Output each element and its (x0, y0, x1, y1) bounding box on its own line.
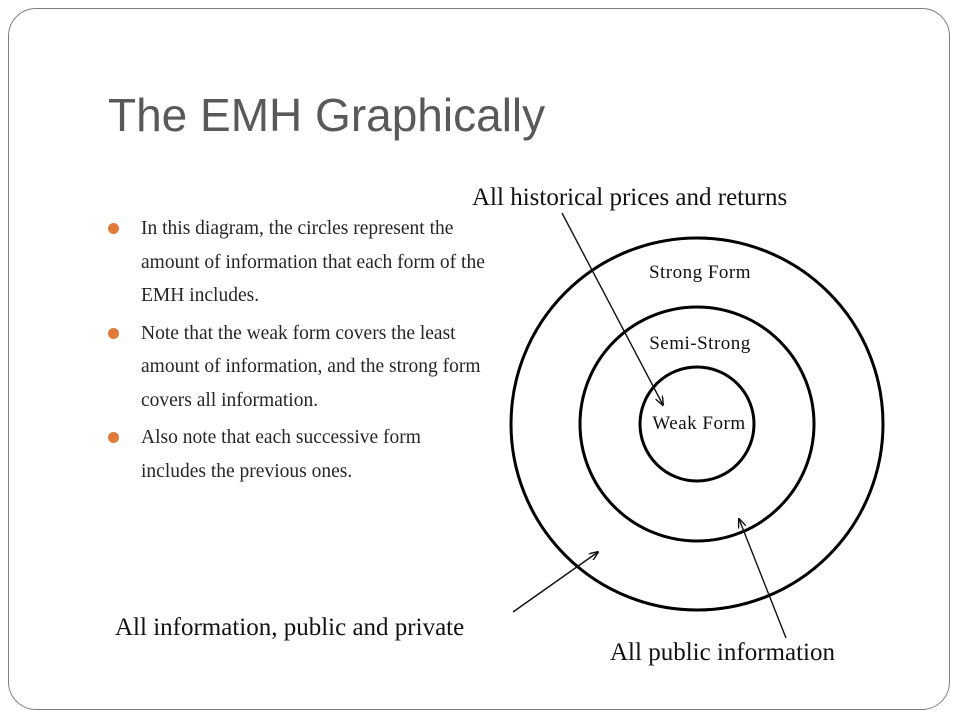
bullet-item: Note that the weak form covers the least… (104, 317, 486, 418)
bullet-item: Also note that each successive form incl… (104, 421, 486, 488)
bullet-text: Note that the weak form covers the least… (141, 322, 481, 411)
strong-form-label: Strong Form (649, 262, 751, 283)
all-information-arrow (512, 552, 598, 613)
bullet-dot-icon (108, 432, 119, 443)
weak-form-circle (638, 365, 756, 483)
bullet-dot-icon (108, 327, 119, 339)
strong-form-circle (509, 236, 885, 612)
historical-callout: All historical prices and returns (472, 184, 788, 211)
historical-arrow (561, 212, 663, 405)
bullet-item: In this diagram, the circles represent t… (104, 212, 486, 313)
semi-strong-circle (578, 305, 816, 543)
all-information-callout: All information, public and private (115, 614, 465, 641)
bullet-dot-icon (108, 223, 119, 234)
weak-form-label: Weak Form (652, 413, 745, 434)
bullet-list: In this diagram, the circles represent t… (104, 212, 486, 492)
slide-frame (8, 8, 950, 710)
slide-title: The EMH Graphically (108, 89, 546, 141)
bullet-text: Also note that each successive form incl… (141, 427, 421, 482)
public-information-callout: All public information (610, 639, 835, 666)
semi-strong-label: Semi-Strong (649, 333, 751, 354)
bullet-text: In this diagram, the circles represent t… (141, 218, 485, 306)
public-information-arrow (739, 519, 787, 639)
